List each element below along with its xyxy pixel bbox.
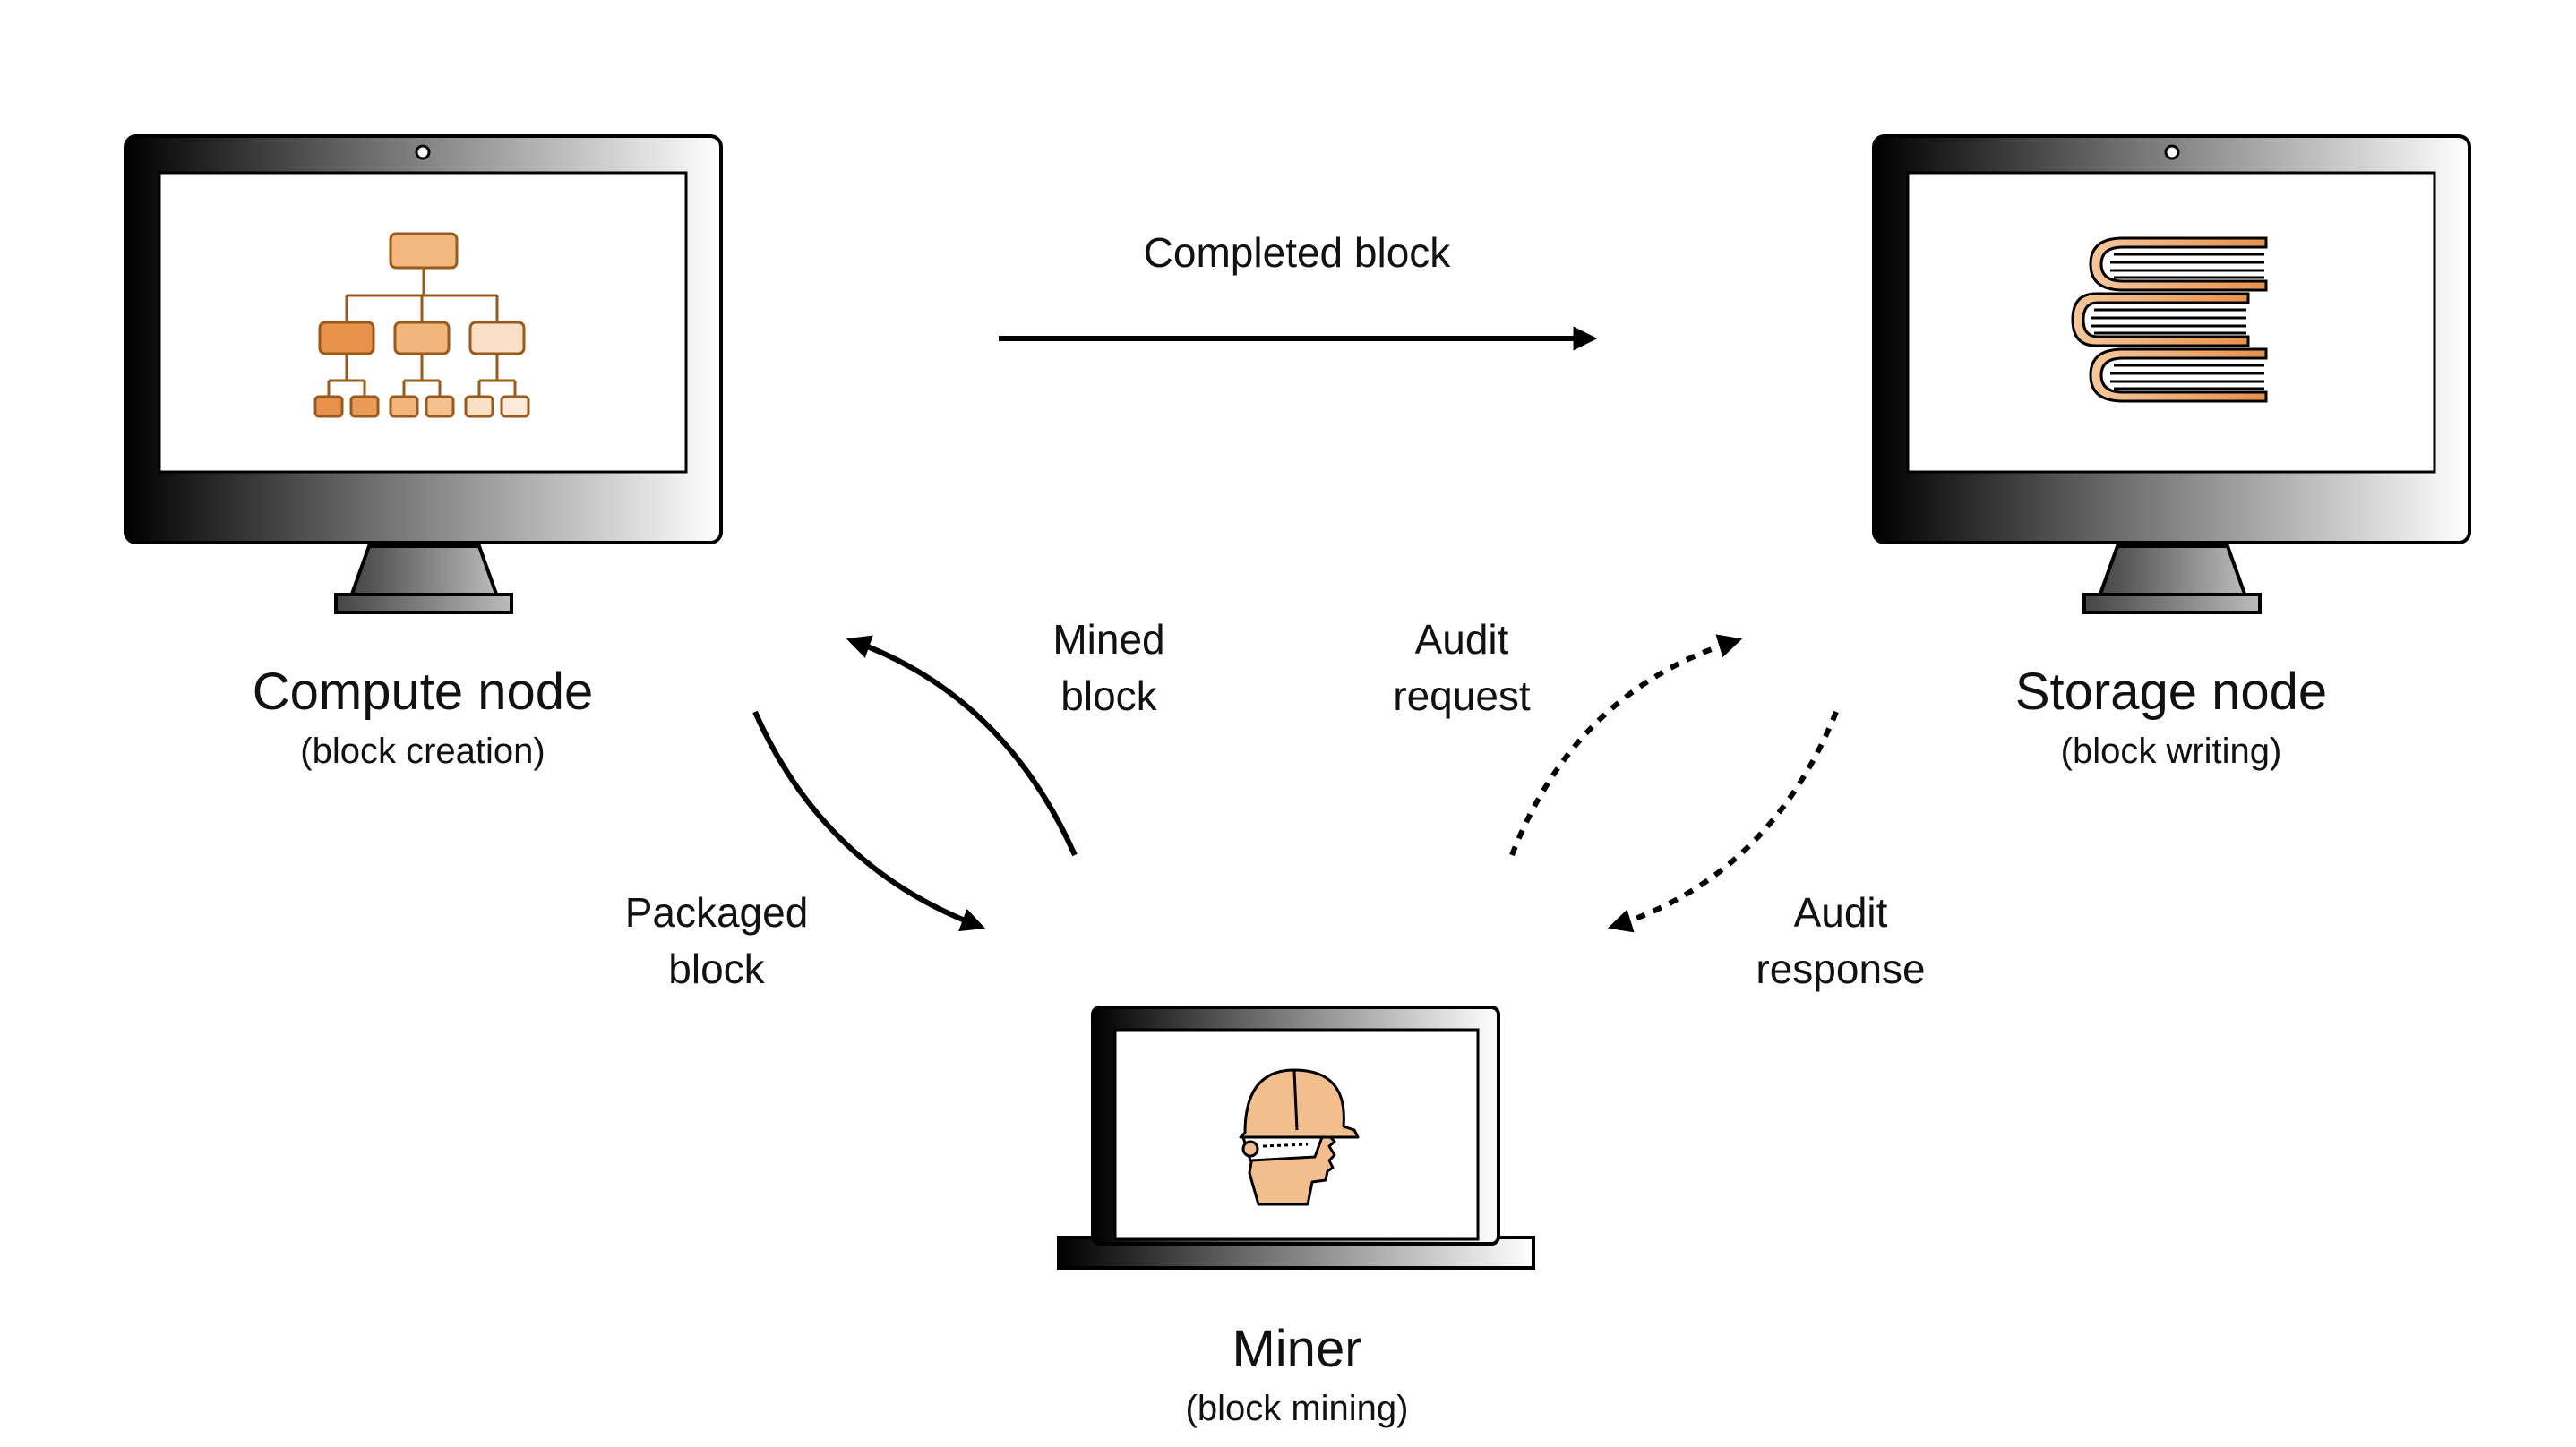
edge-mined-block: Mined block [846,616,1165,857]
compute-node-subtitle: (block creation) [300,732,545,771]
audit-request-arrow [1509,634,1743,857]
mined-block-arrow [846,635,1078,857]
miner-helmet-icon [1239,1068,1360,1206]
books-icon [2071,236,2268,403]
edge-completed-block: Completed block [999,229,1598,351]
completed-block-label: Completed block [1144,229,1452,276]
storage-node-title: Storage node [2015,663,2327,721]
org-chart-icon [313,232,530,418]
edge-packaged-block: Packaged block [625,710,986,992]
compute-node-title: Compute node [253,663,593,721]
packaged-block-arrow [752,710,986,932]
packaged-block-label-line1: Packaged [625,889,809,936]
miner-subtitle: (block mining) [1186,1389,1409,1428]
audit-response-label-line1: Audit [1794,889,1888,936]
audit-request-label-line1: Audit [1415,616,1509,663]
mined-block-label-line1: Mined [1052,616,1164,663]
packaged-block-label-line2: block [668,946,765,992]
audit-request-label-line2: request [1393,672,1531,719]
edge-audit-response: Audit response [1607,710,1926,992]
miner-title: Miner [1232,1320,1361,1378]
storage-node-subtitle: (block writing) [2061,732,2282,771]
compute-node: Compute node (block creation) [124,134,723,771]
edge-audit-request: Audit request [1393,616,1743,857]
storage-node: Storage node (block writing) [1872,134,2471,771]
mined-block-label-line2: block [1060,672,1157,719]
audit-response-arrow [1607,710,1839,933]
audit-response-label-line2: response [1756,946,1925,992]
miner-node: Miner (block mining) [1057,1006,1535,1428]
